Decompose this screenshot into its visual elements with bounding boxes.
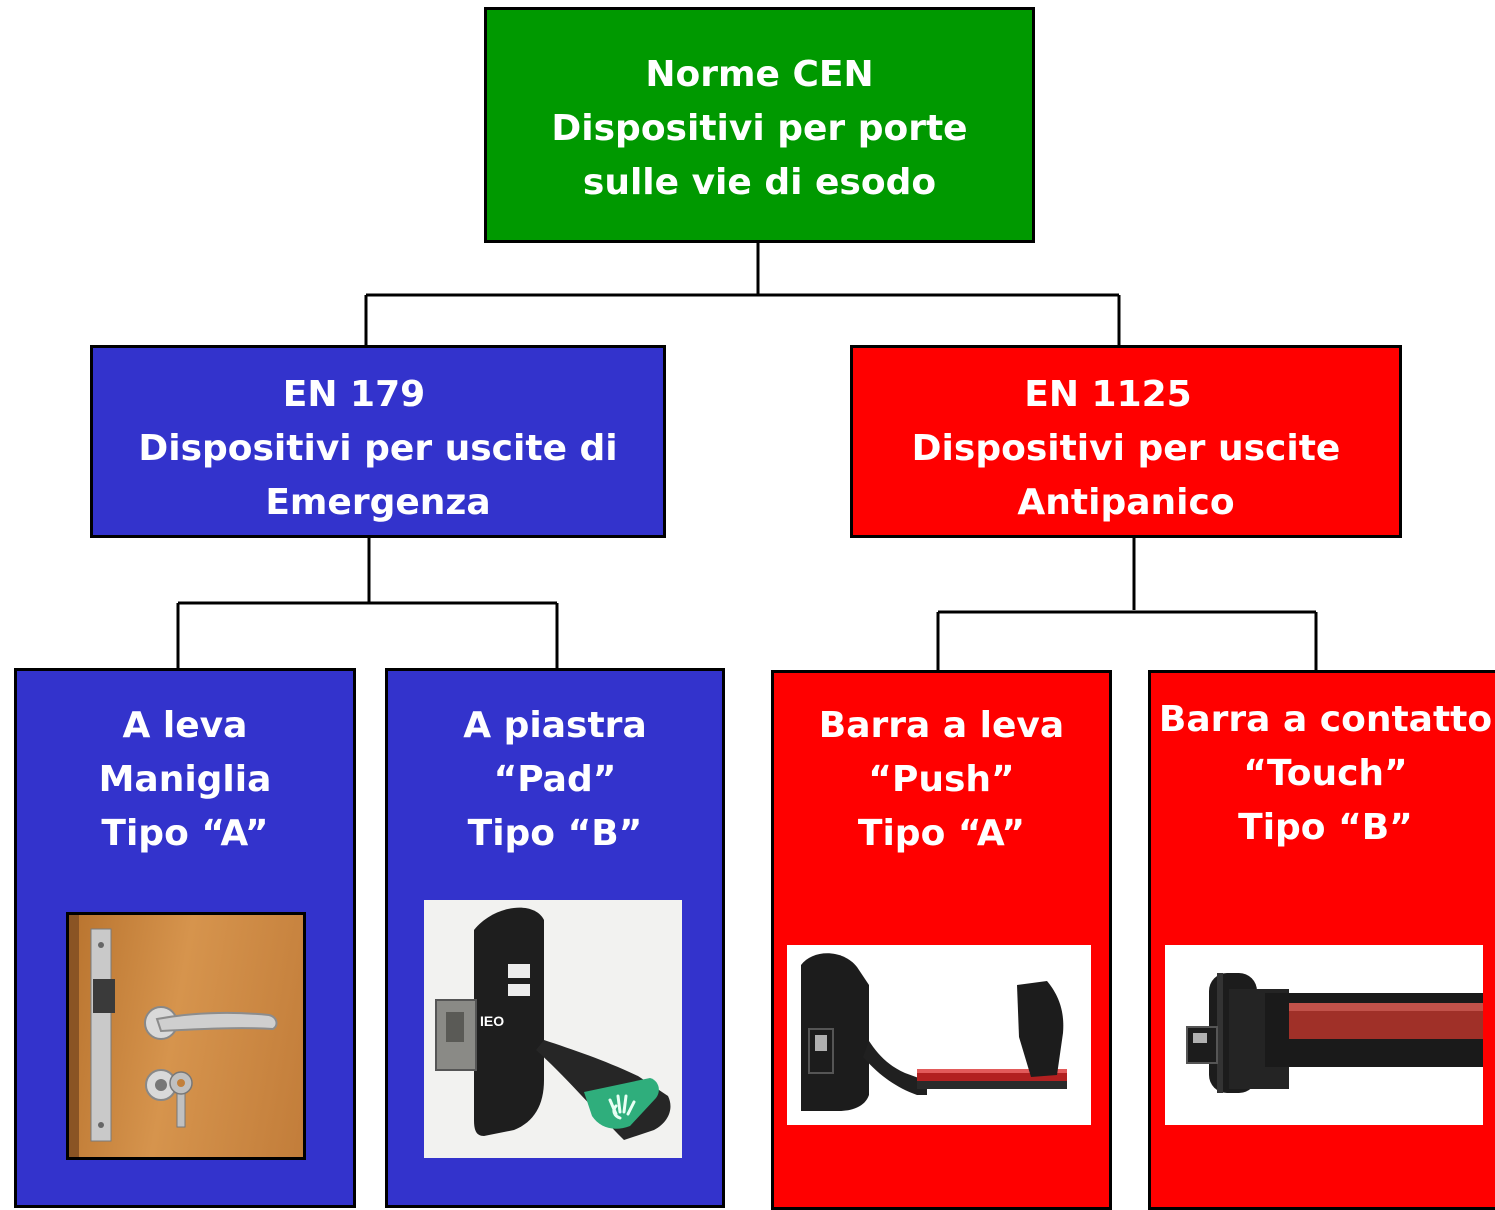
leaf-3-line-1: Barra a leva — [818, 705, 1065, 746]
door-lever-handle-photo — [66, 912, 306, 1160]
en1125-subtitle-line-1: Dispositivi per uscite — [911, 428, 1341, 469]
root-subtitle-line-1: Dispositivi per porte — [551, 108, 968, 149]
push-pad-device-photo: IEO — [424, 900, 682, 1158]
leaf-2-line-1: A piastra — [463, 705, 647, 746]
branch-node-en1125: EN 1125 Dispositivi per uscite Antipanic… — [850, 345, 1402, 538]
leaf-4-line-1: Barra a contatto — [1158, 699, 1493, 740]
branch-node-en179: EN 179 Dispositivi per uscite di Emergen… — [90, 345, 666, 538]
push-bar-device-photo — [787, 945, 1091, 1125]
leaf-node-barra-a-leva: Barra a leva “Push” Tipo “A” — [771, 670, 1112, 1210]
root-node-norme-cen: Norme CEN Dispositivi per porte sulle vi… — [484, 7, 1035, 243]
leaf-3-line-3: Tipo “A” — [857, 813, 1026, 854]
leaf-4-line-3: Tipo “B” — [1238, 807, 1413, 848]
en179-title: EN 179 — [282, 374, 426, 415]
root-subtitle-line-2: sulle vie di esodo — [582, 162, 937, 203]
leaf-1-line-1: A leva — [122, 705, 248, 746]
en179-subtitle-line-2: Emergenza — [265, 482, 491, 523]
leaf-1-line-3: Tipo “A” — [101, 813, 269, 854]
en179-subtitle-line-1: Dispositivi per uscite di — [138, 428, 618, 469]
leaf-4-line-2: “Touch” — [1243, 753, 1408, 794]
leaf-1-line-2: Maniglia — [98, 759, 272, 800]
touch-bar-device-photo — [1165, 945, 1483, 1125]
leaf-2-line-3: Tipo “B” — [467, 813, 643, 854]
root-title: Norme CEN — [645, 54, 874, 95]
pad-device-brand-label: IEO — [480, 1013, 504, 1029]
leaf-node-barra-a-contatto: Barra a contatto “Touch” Tipo “B” — [1148, 670, 1495, 1210]
en1125-title: EN 1125 — [1024, 374, 1192, 415]
en1125-subtitle-line-2: Antipanico — [1017, 482, 1235, 523]
leaf-2-line-2: “Pad” — [493, 759, 617, 800]
leaf-3-line-2: “Push” — [868, 759, 1015, 800]
